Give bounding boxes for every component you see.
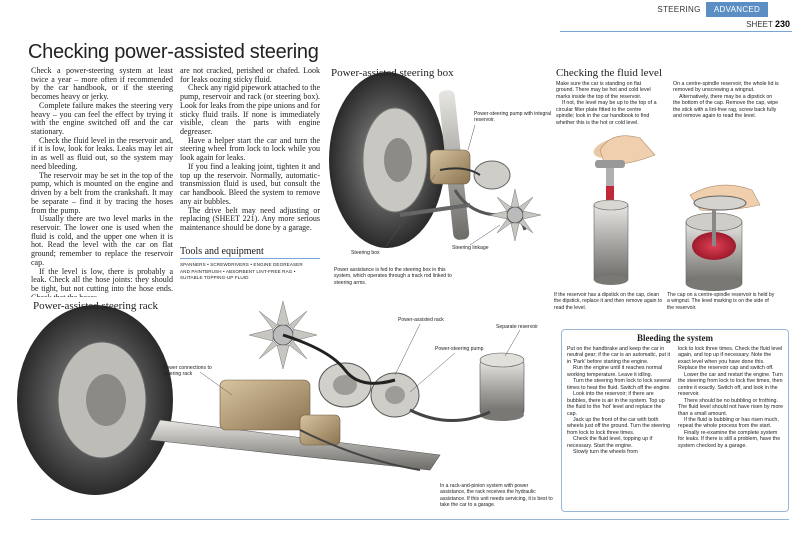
tools-heading: Tools and equipment [180, 246, 264, 257]
bleeding-paragraph: Put on the handbrake and keep the car in… [567, 346, 671, 365]
fluid-paragraph: Make sure the car is standing on flat gr… [556, 81, 651, 100]
intro-paragraph: Check any rigid pipework attached to the… [180, 83, 320, 137]
intro-column-1: Check a power-steering system at least t… [31, 67, 173, 297]
bleeding-paragraph: Lower the car and restart the engine. Tu… [678, 371, 783, 398]
steering-rack-heading: Power-assisted steering rack [33, 300, 159, 312]
tool-item: SPANNERS [180, 262, 206, 267]
intro-paragraph: Have a helper start the car and turn the… [180, 135, 320, 163]
intro-paragraph: The reservoir may be set in the top of t… [31, 170, 173, 215]
intro-paragraph: Usually there are two level marks in the… [31, 214, 173, 267]
fluid-paragraph: If not, the level may be up to the top o… [556, 100, 657, 126]
label-power-assisted-rack: Power-assisted rack [398, 317, 444, 323]
intro-column-2: are not cracked, perished or chafed. Loo… [180, 67, 320, 239]
tool-item: AND PAINTBRUSH [180, 268, 222, 274]
section-tab-steering: STEERING [657, 5, 701, 14]
bleeding-paragraph: Check the fluid level, topping up if nec… [567, 436, 653, 449]
intro-paragraph: Check a power-steering system at least t… [31, 67, 173, 102]
steering-rack-illustration [17, 300, 525, 495]
tool-item: ENGINE DEGREASER [253, 262, 303, 267]
tools-rule [180, 258, 320, 259]
bleeding-paragraph: There should be no bubbling or frothing.… [678, 397, 784, 417]
sheet-number: SHEET 230 [700, 19, 790, 29]
header-rule [560, 31, 792, 32]
label-separate-reservoir: Separate reservoir [496, 324, 538, 330]
fluid-column-1: Make sure the car is standing on flat gr… [556, 81, 660, 126]
bleeding-paragraph: Finally re-examine the complete system f… [678, 429, 781, 449]
bleeding-paragraph: Turn the steering from lock to lock seve… [567, 378, 672, 391]
steering-rack-caption: In a rack-and-pinion system with power a… [440, 483, 553, 509]
footer-rule [31, 519, 789, 520]
bleeding-paragraph: Jack up the front of the car with both w… [567, 416, 670, 436]
bleeding-paragraph: Run the engine until it reaches normal w… [567, 365, 663, 378]
steering-box-heading: Power-assisted steering box [331, 67, 454, 79]
bleeding-column-2: lock to lock three times. Check the flui… [678, 346, 784, 449]
fluid-level-heading: Checking the fluid level [556, 67, 662, 79]
fluid-paragraph: Alternatively, there may be a dipstick o… [673, 93, 779, 120]
dipstick-illustration [593, 135, 656, 285]
steering-box-illustration [329, 72, 542, 249]
fluid-column-2: On a centre-spindle reservoir, the whole… [673, 81, 781, 120]
dipstick-caption: If the reservoir has a dipstick on the c… [554, 292, 663, 311]
bleeding-paragraph: lock to lock three times. Check the flui… [678, 346, 783, 372]
bleeding-paragraph: Look into the reservoir; if there are bu… [567, 391, 665, 417]
bleeding-paragraph: If the fluid is bubbling or has risen mu… [678, 416, 779, 430]
label-pump-integral: Power-steering pump with integral reserv… [474, 111, 552, 124]
intro-paragraph: If you find a leaking joint, tighten it … [180, 161, 320, 206]
tool-item: SUITABLE TOPPING-UP FLUID [180, 275, 249, 281]
label-steering-box: Steering box [351, 250, 380, 256]
intro-paragraph: Complete failure makes the steering very… [31, 100, 173, 137]
label-power-steering-pump: Power-steering pump [435, 346, 484, 352]
sheet-label: SHEET [746, 20, 773, 29]
bleeding-heading: Bleeding the system [637, 333, 713, 343]
level-tab-advanced: ADVANCED [706, 2, 768, 17]
label-power-connections: Power connections to steering rack [163, 365, 212, 378]
intro-paragraph: are not cracked, perished or chafed. Loo… [180, 67, 320, 84]
fluid-paragraph: On a centre-spindle reservoir, the whole… [673, 81, 779, 94]
label-steering-linkage: Steering linkage [452, 245, 489, 251]
intro-paragraph: If the level is low, there is probably a… [31, 266, 173, 297]
tool-item: SCREWDRIVERS [210, 262, 249, 267]
tool-item: ABSORBENT LINT-FREE RAG [225, 268, 293, 274]
page-title: Checking power-assisted steering [28, 41, 319, 63]
sheet-number-value: 230 [774, 19, 790, 29]
tools-list: SPANNERS • SCREWDRIVERS • ENGINE DEGREAS… [180, 262, 303, 281]
wingnut-caption: The cap on a centre-spindle reservoir is… [667, 292, 775, 311]
intro-paragraph: Check the fluid level in the reservoir a… [31, 135, 173, 171]
bleeding-panel [561, 329, 789, 512]
wingnut-reservoir-illustration [685, 184, 761, 291]
bleeding-paragraph: Slowly turn the wheels from [573, 449, 638, 456]
steering-box-caption: Power assistance is fed to the steering … [334, 267, 452, 286]
bleeding-column-1: Put on the handbrake and keep the car in… [567, 346, 672, 456]
intro-paragraph: The drive belt may need adjusting or rep… [180, 205, 320, 232]
